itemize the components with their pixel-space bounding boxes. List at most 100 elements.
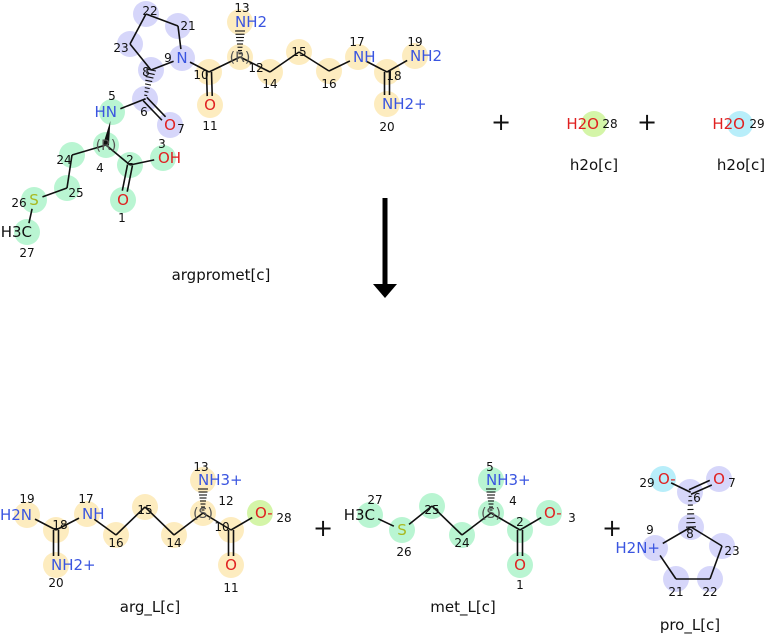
single-bond xyxy=(490,512,521,531)
single-bond xyxy=(55,517,80,531)
single-bond xyxy=(230,516,253,531)
atom-highlight xyxy=(190,467,216,493)
single-bond xyxy=(377,518,395,527)
atom-label: O xyxy=(117,191,129,209)
plus-sign: + xyxy=(602,514,622,542)
atom-index: 9 xyxy=(646,523,654,537)
atom-index: 8 xyxy=(686,527,694,541)
single-bond xyxy=(208,56,241,73)
atom-index: 28 xyxy=(602,117,617,131)
atom-index: 2 xyxy=(126,153,134,167)
atom-highlight xyxy=(706,466,732,492)
atom-index: 8 xyxy=(142,65,150,79)
atom-highlight xyxy=(374,91,400,117)
atom-highlight xyxy=(581,111,607,137)
atom-index: 12 xyxy=(218,494,233,508)
single-bond xyxy=(93,518,117,536)
single-bond xyxy=(408,505,433,526)
single-bond xyxy=(662,526,692,545)
atom-index: 18 xyxy=(52,518,67,532)
atom-label: H3C xyxy=(344,506,375,524)
atom-index: 13 xyxy=(234,1,249,15)
single-bond xyxy=(144,506,175,536)
double-bond xyxy=(121,164,129,191)
atom-index: 19 xyxy=(407,35,422,49)
atom-label: OH xyxy=(158,149,181,167)
atom-index: 9 xyxy=(164,51,172,65)
atom-label: H3C xyxy=(1,223,32,241)
single-bond xyxy=(120,98,146,110)
single-bond xyxy=(298,51,330,72)
single-bond xyxy=(659,555,677,580)
atom-index: 11 xyxy=(223,581,238,595)
atom-index: 23 xyxy=(724,544,739,558)
atom-index: 26 xyxy=(11,196,26,210)
atom-label: H2N+ xyxy=(615,539,660,557)
atom-index: 10 xyxy=(193,68,208,82)
atom-highlight xyxy=(14,219,40,245)
atom-highlight xyxy=(157,112,183,138)
atom-index: 29 xyxy=(749,117,764,131)
plus-sign: + xyxy=(491,108,511,136)
single-bond xyxy=(173,512,204,536)
molecule-name-argpromet: argpromet[c] xyxy=(172,266,271,284)
single-bond xyxy=(670,482,691,493)
atom-label: NH2 xyxy=(410,47,442,65)
atom-highlight xyxy=(402,43,428,69)
atom-index: 5 xyxy=(108,89,116,103)
single-bond xyxy=(115,506,146,536)
atom-index: 14 xyxy=(166,536,181,550)
atom-label: O xyxy=(225,556,237,574)
double-bond xyxy=(690,484,713,496)
atom-highlight xyxy=(169,45,195,71)
atom-highlight xyxy=(247,500,273,526)
single-bond xyxy=(129,13,147,45)
atom-index: 15 xyxy=(137,503,152,517)
single-bond xyxy=(145,13,179,27)
atom-index: 13 xyxy=(193,460,208,474)
atom-index: 1 xyxy=(516,578,524,592)
atom-label: NH3+ xyxy=(486,471,531,489)
hashed-bond xyxy=(145,72,155,76)
single-bond xyxy=(105,144,131,166)
atom-label: S xyxy=(397,521,407,539)
atom-index: 22 xyxy=(702,585,717,599)
atom-index: 19 xyxy=(19,492,34,506)
atom-highlight xyxy=(74,501,100,527)
atom-label: O xyxy=(514,556,526,574)
molecule-name-pro-l: pro_L[c] xyxy=(660,616,720,634)
atom-label: H2O xyxy=(566,115,599,133)
atom-highlight xyxy=(345,44,371,70)
double-bond xyxy=(142,100,163,121)
atom-label: O xyxy=(204,96,216,114)
atom-index: 14 xyxy=(262,77,277,91)
atom-index: 3 xyxy=(158,137,166,151)
atom-label: NH xyxy=(353,48,376,66)
single-bond xyxy=(519,516,542,531)
atom-label: O xyxy=(713,470,725,488)
atom-label: S xyxy=(29,191,39,209)
atom-index: 7 xyxy=(177,122,185,136)
single-bond xyxy=(328,60,351,72)
double-bond xyxy=(210,71,214,96)
atom-label: (S) xyxy=(481,506,501,522)
single-bond xyxy=(71,144,107,156)
atom-index: 25 xyxy=(68,186,83,200)
single-bond xyxy=(202,512,232,531)
atom-label: O- xyxy=(255,504,273,522)
plus-sign: + xyxy=(313,514,333,542)
double-bond xyxy=(146,96,167,118)
plus-sign: + xyxy=(637,108,657,136)
atom-index: 24 xyxy=(56,153,71,167)
atom-index: 16 xyxy=(108,536,123,550)
atom-index: 21 xyxy=(668,585,683,599)
atom-index: 3 xyxy=(568,511,576,525)
atom-index: 23 xyxy=(113,41,128,55)
atom-highlight xyxy=(536,500,562,526)
atom-label: NH2+ xyxy=(51,556,96,574)
atom-index: 26 xyxy=(396,545,411,559)
atom-label: NH3+ xyxy=(198,471,243,489)
atom-index: 27 xyxy=(19,246,34,260)
